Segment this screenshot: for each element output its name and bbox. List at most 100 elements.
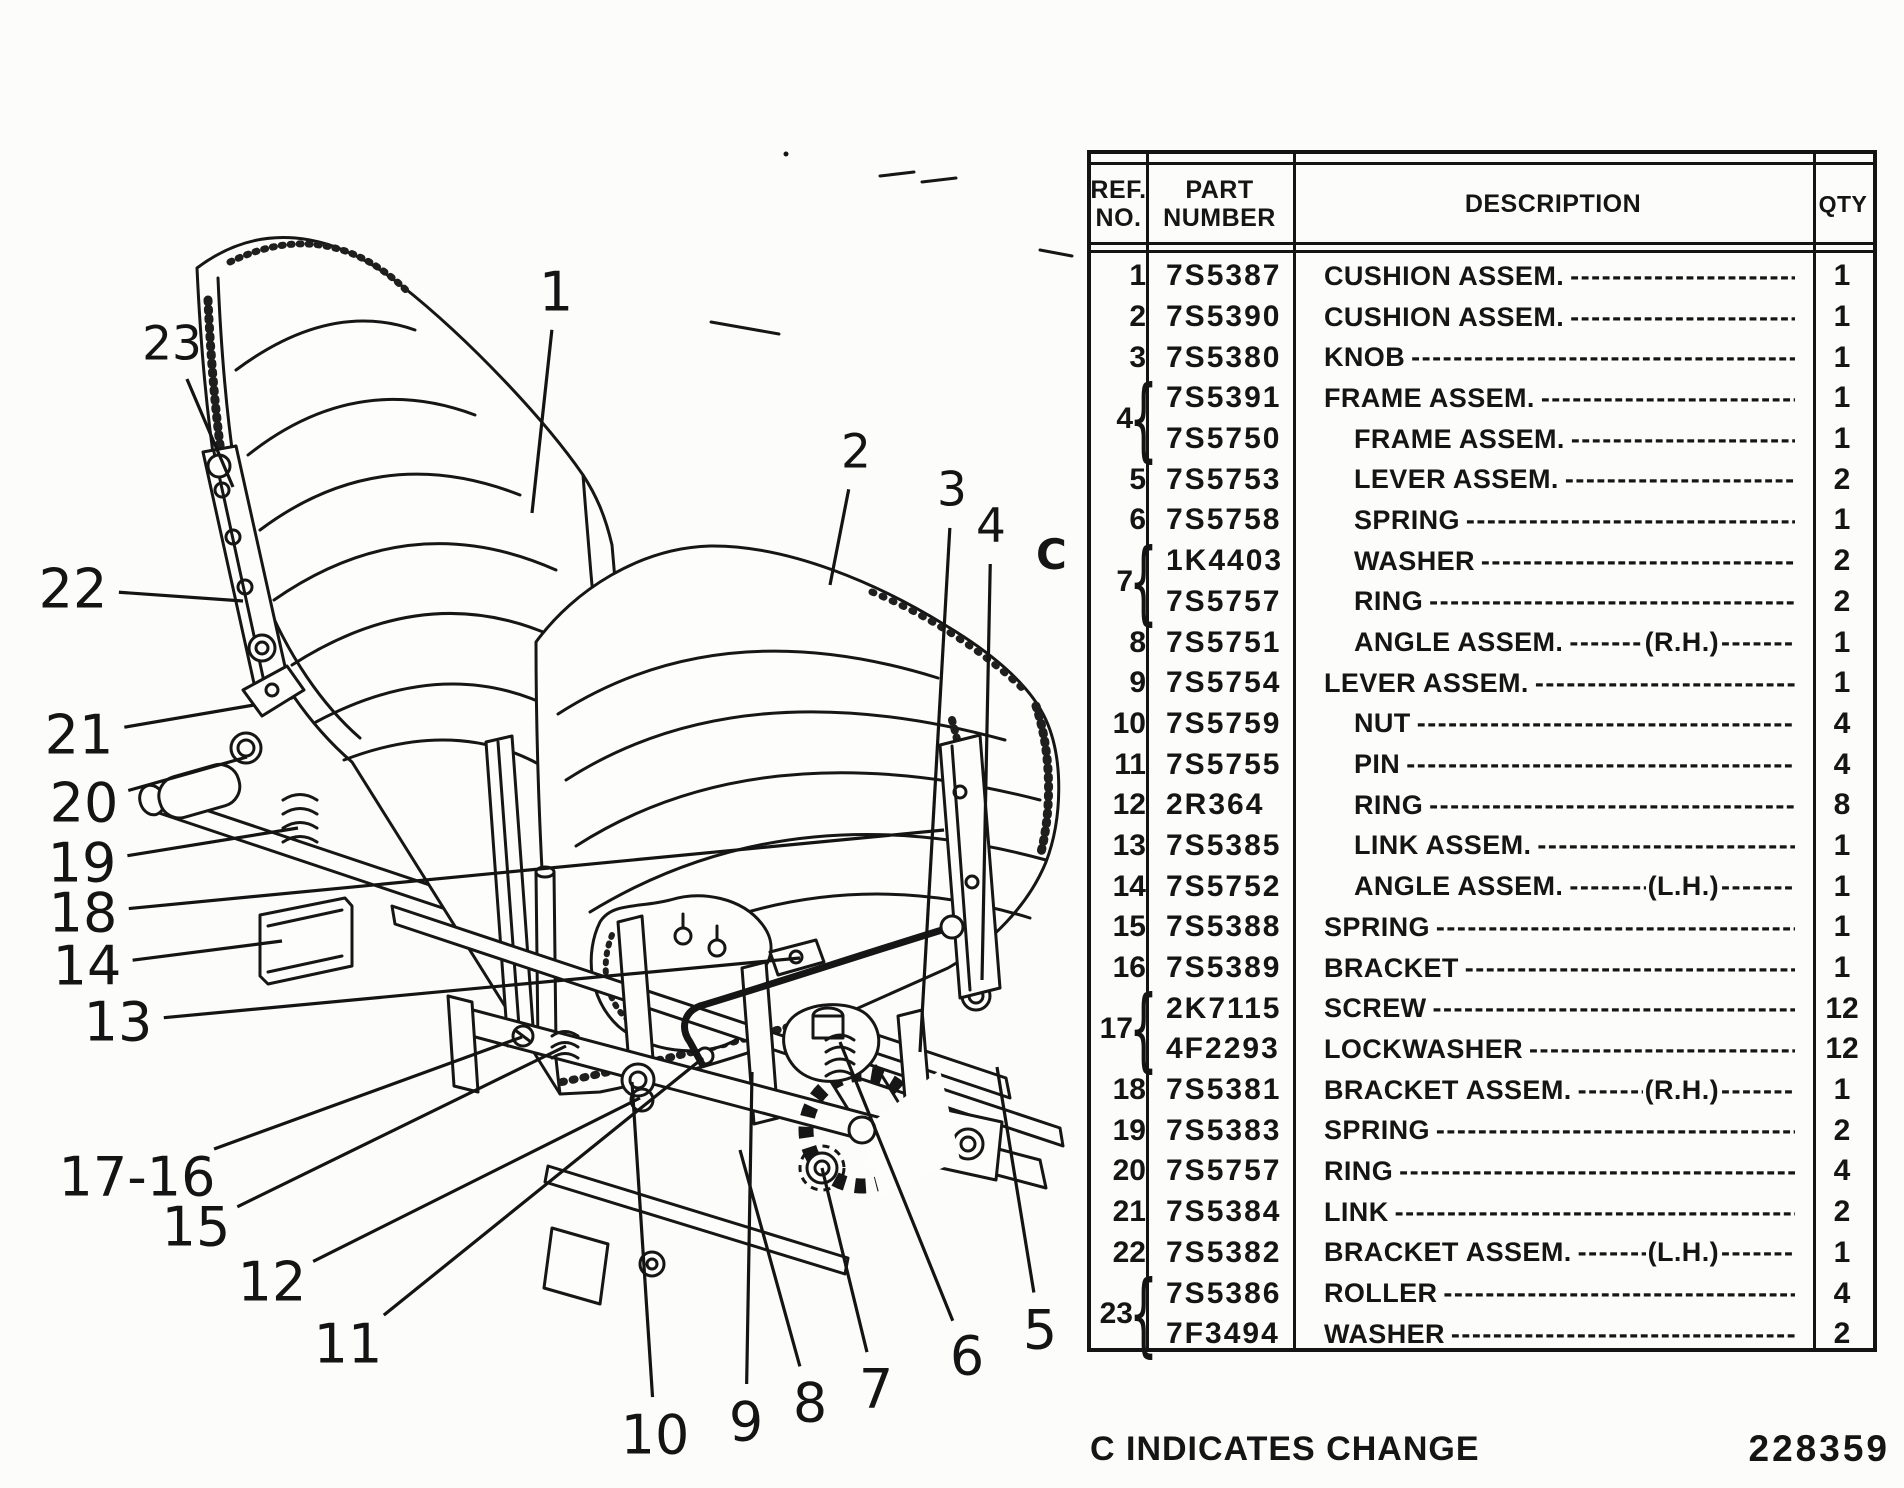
group-brace: { (1129, 528, 1158, 635)
coil-springs (281, 793, 856, 1078)
part-number-cell: 7S5383 (1166, 1113, 1282, 1147)
leader-line-23 (185, 378, 235, 488)
qty-cell: 12 (1825, 1032, 1859, 1066)
column-line-ref (1146, 154, 1149, 1348)
change-note: C INDICATES CHANGE (1090, 1430, 1480, 1468)
qty-cell: 8 (1833, 788, 1851, 822)
header-qty: QTY (1818, 190, 1868, 217)
leader-line-17-16 (213, 1035, 523, 1151)
ref-no-cell: 18 (1112, 1073, 1146, 1107)
qty-cell: 1 (1833, 951, 1851, 985)
callout-12: 12 (238, 1096, 641, 1314)
ref-no-cell: 21 (1112, 1195, 1146, 1229)
part-number-cell: 7S5390 (1166, 300, 1282, 334)
channel-bracket-14 (258, 896, 354, 986)
callout-number-15: 15 (162, 1196, 231, 1259)
group-brace: { (1129, 365, 1158, 472)
callout-11: 11 (314, 1056, 705, 1376)
table-row: 7S5391 FRAME ASSEM.----------------------… (1091, 378, 1873, 419)
callout-number-21: 21 (45, 704, 114, 767)
ref-no-cell: 13 (1112, 828, 1146, 862)
callout-number-5: 5 (1023, 1299, 1057, 1362)
table-top-inner-rule (1091, 162, 1873, 165)
ref-no-cell: 15 (1112, 910, 1146, 944)
ref-no-cell: 22 (1112, 1235, 1146, 1269)
column-line-part (1293, 154, 1296, 1348)
part-number-cell: 7S5388 (1166, 910, 1282, 944)
description-cell: CUSHION ASSEM.--------------------------… (1324, 301, 1795, 332)
qty-cell: 1 (1833, 422, 1851, 456)
callout-6: 6 (838, 1041, 984, 1388)
leader-line-10 (630, 1081, 655, 1398)
group-ref-no: 4 (1116, 401, 1133, 435)
callout-19: 19 (48, 826, 299, 895)
callout-20: 20 (50, 755, 248, 835)
group-brace: { (1129, 976, 1158, 1083)
description-cell: BRACKET ASSEM.--------------------------… (1324, 1237, 1795, 1268)
qty-cell: 1 (1833, 625, 1851, 659)
qty-cell: 4 (1833, 1154, 1851, 1188)
qty-cell: 1 (1833, 828, 1851, 862)
callout-number-6: 6 (950, 1325, 984, 1388)
description-cell: LINK ASSEM.-----------------------------… (1354, 830, 1795, 861)
callout-13: 13 (84, 956, 801, 1054)
hinge-bracket-left (157, 444, 306, 820)
description-cell: SPRING----------------------------------… (1324, 1115, 1795, 1146)
qty-cell: 1 (1833, 300, 1851, 334)
part-number-cell: 7S5389 (1166, 951, 1282, 985)
leader-line-22 (118, 590, 244, 603)
ref-no-cell: 2 (1129, 300, 1146, 334)
callout-number-11: 11 (314, 1313, 383, 1376)
callout-number-12: 12 (238, 1251, 307, 1314)
part-number-cell: 7S5387 (1166, 259, 1282, 293)
callout-14: 14 (53, 935, 283, 998)
description-cell: ANGLE ASSEM.----------------------------… (1354, 871, 1795, 902)
qty-cell: 2 (1833, 584, 1851, 618)
part-number-cell: 7S5750 (1166, 422, 1282, 456)
part-number-cell: 7S5757 (1166, 1154, 1282, 1188)
ref-no-cell: 20 (1112, 1154, 1146, 1188)
ref-no-cell: 19 (1112, 1113, 1146, 1147)
qty-cell: 4 (1833, 706, 1851, 740)
callout-number-10: 10 (621, 1404, 690, 1467)
part-number-cell: 7S5753 (1166, 462, 1282, 496)
callout-3: 3 (918, 463, 967, 1053)
callout-5: 5 (995, 1066, 1057, 1362)
leader-line-5 (995, 1066, 1036, 1293)
part-number-cell: 7S5381 (1166, 1073, 1282, 1107)
leader-line-7 (820, 1167, 869, 1353)
leader-line-9 (745, 1071, 754, 1385)
description-cell: FRAME ASSEM.----------------------------… (1324, 382, 1795, 413)
ref-no-cell: 10 (1112, 706, 1146, 740)
callout-number-22: 22 (39, 558, 108, 621)
description-cell: BRACKET ASSEM.--------------------------… (1324, 1074, 1795, 1105)
table-row: 18 7S5381 BRACKET ASSEM.------------------… (1091, 1070, 1873, 1111)
description-cell: RING------------------------------------… (1354, 586, 1795, 617)
qty-cell: 1 (1833, 1235, 1851, 1269)
ref-no-cell: 1 (1129, 259, 1146, 293)
part-number-cell: 7S5380 (1166, 340, 1282, 374)
part-number-cell: 7S5755 (1166, 747, 1282, 781)
callout-number-19: 19 (48, 832, 117, 895)
group-ref-no: 23 (1099, 1297, 1133, 1331)
callout-number-20: 20 (50, 772, 119, 835)
part-number-cell: 7S5752 (1166, 869, 1282, 903)
part-number-cell: 7S5391 (1166, 381, 1282, 415)
callout-number-18: 18 (49, 882, 118, 945)
qty-cell: 1 (1833, 381, 1851, 415)
description-cell: ANGLE ASSEM.----------------------------… (1354, 627, 1795, 658)
header-divider-1 (1091, 242, 1873, 245)
